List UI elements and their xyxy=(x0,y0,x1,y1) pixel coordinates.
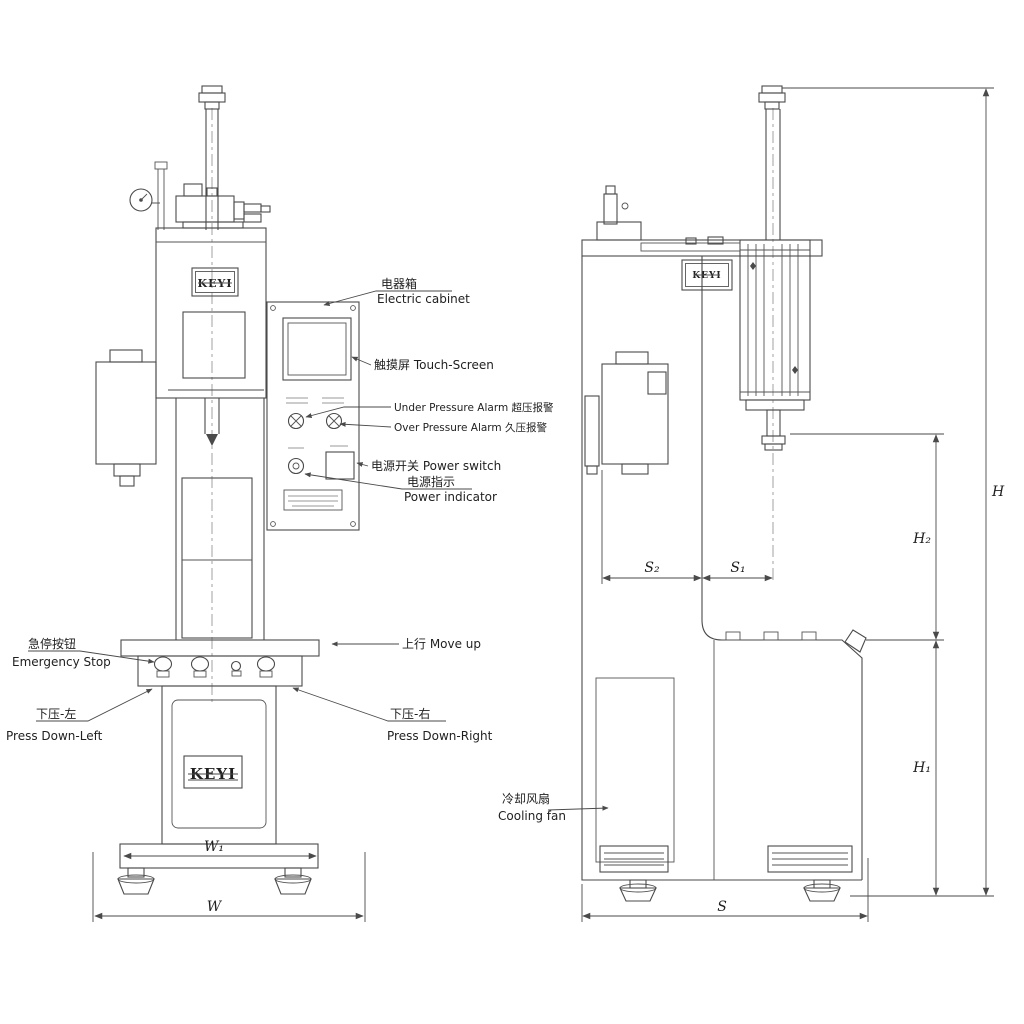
brand-logo-side: KEYI xyxy=(692,271,721,281)
label-over-pressure-alarm: Over Pressure Alarm 久压报警 xyxy=(394,421,547,434)
c-frame-side xyxy=(581,256,867,881)
label-power-indicator-en: Power indicator xyxy=(404,490,497,504)
cooling-fan-panel xyxy=(595,677,675,863)
valve-block-side xyxy=(596,185,741,252)
hydraulic-cylinder-side xyxy=(739,239,811,451)
dimension-s2-s1: S₂ S₁ xyxy=(601,470,773,584)
power-switch-button[interactable] xyxy=(325,451,355,480)
valve-block xyxy=(175,183,271,223)
power-indicator-lamp xyxy=(287,457,305,475)
brand-plate-side: KEYI xyxy=(681,259,733,291)
label-emergency-stop-en: Emergency Stop xyxy=(12,655,111,669)
motor-front xyxy=(95,349,157,487)
label-press-down-right-en: Press Down-Right xyxy=(387,729,493,743)
top-plate-side xyxy=(581,239,823,257)
control-panel xyxy=(266,301,360,531)
press-down-left-button[interactable] xyxy=(190,656,210,678)
dim-label-h1: H₁ xyxy=(912,760,931,776)
vent-left xyxy=(599,845,669,873)
press-down-right-button[interactable] xyxy=(256,656,276,678)
callout-electric-cabinet: 电器箱 Electric cabinet xyxy=(323,276,470,306)
base-box: KEYI xyxy=(161,685,277,845)
front-view: KEYI xyxy=(92,85,366,922)
dimension-h: H xyxy=(782,87,1005,897)
brand-plate xyxy=(191,267,239,297)
motor-side xyxy=(584,351,669,475)
move-up-button[interactable] xyxy=(230,660,242,677)
dimension-w1: W₁ xyxy=(123,839,317,860)
label-emergency-stop-cn: 急停按钮 xyxy=(28,636,76,651)
callouts: 电器箱 Electric cabinet 触摸屏 Touch-Screen Un… xyxy=(6,276,609,823)
brand-logo-front-head: KEYI xyxy=(198,277,233,290)
callout-press-down-left: 下压-左 Press Down-Left xyxy=(6,688,153,743)
ram-tip-arrow xyxy=(206,434,218,446)
label-press-down-left-cn: 下压-左 xyxy=(36,706,76,721)
callout-press-down-right: 下压-右 Press Down-Right xyxy=(292,687,493,743)
label-cooling-fan-en: Cooling fan xyxy=(498,809,566,823)
dim-label-h2: H₂ xyxy=(912,531,931,547)
dimension-h2: H₂ xyxy=(790,433,944,641)
callout-power-switch: 电源开关 Power switch xyxy=(356,459,501,473)
label-electric-cabinet-en: Electric cabinet xyxy=(377,292,470,306)
base-plate-front xyxy=(119,843,319,869)
cylinder-rod-top-side xyxy=(758,85,786,240)
emergency-stop-button[interactable] xyxy=(153,656,173,678)
callout-cooling-fan: 冷却风扇 Cooling fan xyxy=(498,791,609,823)
foot-side-right xyxy=(803,879,841,902)
dim-label-s2: S₂ xyxy=(644,560,660,576)
panel-nameplate xyxy=(283,489,343,511)
dim-label-w: W xyxy=(207,899,223,915)
column-front xyxy=(175,398,265,640)
label-press-down-right-cn: 下压-右 xyxy=(390,706,430,721)
side-view: KEYI xyxy=(581,85,1005,922)
label-electric-cabinet-cn: 电器箱 xyxy=(381,276,417,291)
press-head: KEYI xyxy=(155,221,267,399)
foot-front-right xyxy=(274,867,312,895)
callout-over-pressure-alarm: Over Pressure Alarm 久压报警 xyxy=(339,421,547,434)
label-power-switch: 电源开关 Power switch xyxy=(371,459,501,473)
callout-move-up: 上行 Move up xyxy=(331,637,481,651)
foot-front-left xyxy=(117,867,155,895)
label-touch-screen: 触摸屏 Touch-Screen xyxy=(374,358,494,372)
label-power-indicator-cn: 电源指示 xyxy=(407,474,455,489)
foot-side-left xyxy=(619,879,657,902)
cylinder-rod-top xyxy=(198,85,226,230)
vent-right xyxy=(767,845,853,873)
label-cooling-fan-cn: 冷却风扇 xyxy=(502,791,550,806)
work-table xyxy=(120,639,320,687)
spout xyxy=(844,629,867,653)
base-brand-plate xyxy=(183,755,243,789)
callout-emergency-stop: 急停按钮 Emergency Stop xyxy=(12,636,155,669)
dim-label-s1: S₁ xyxy=(730,560,745,576)
label-under-pressure-alarm: Under Pressure Alarm 超压报警 xyxy=(394,401,554,414)
label-move-up: 上行 Move up xyxy=(402,637,481,651)
dimension-h1: H₁ xyxy=(912,640,940,896)
callout-under-pressure-alarm: Under Pressure Alarm 超压报警 xyxy=(305,401,554,418)
callout-touch-screen: 触摸屏 Touch-Screen xyxy=(351,356,494,372)
dimension-s: S xyxy=(581,858,869,922)
dim-label-s: S xyxy=(717,899,727,915)
head-window xyxy=(182,311,246,379)
callout-power-indicator: 电源指示 Power indicator xyxy=(304,472,497,504)
pressure-gauge xyxy=(129,161,168,230)
touch-screen[interactable] xyxy=(282,317,352,381)
dimension-w: W xyxy=(92,852,366,922)
dim-label-h: H xyxy=(991,484,1005,500)
under-pressure-alarm-button[interactable] xyxy=(287,412,305,430)
dim-label-w1: W₁ xyxy=(204,839,224,855)
over-pressure-alarm-button[interactable] xyxy=(325,412,343,430)
label-press-down-left-en: Press Down-Left xyxy=(6,729,103,743)
